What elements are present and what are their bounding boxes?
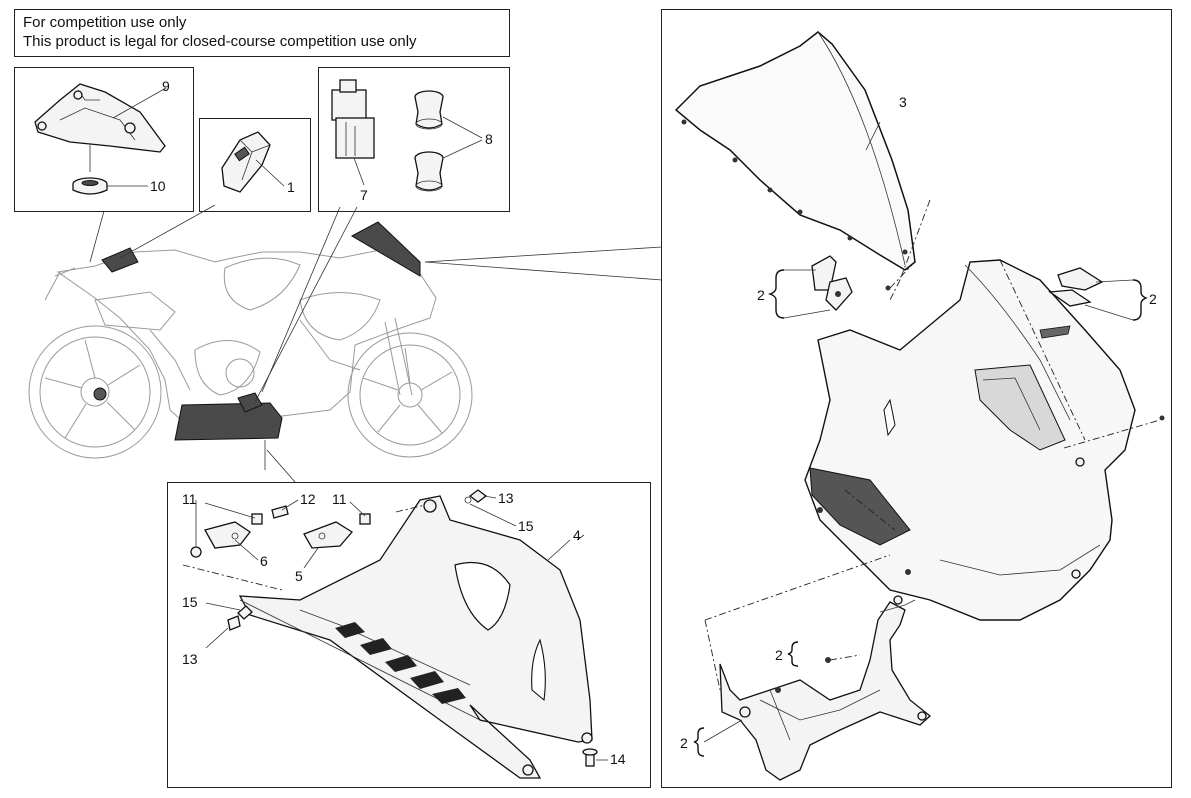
callout-2-right: 2 (1149, 291, 1157, 307)
callout-14: 14 (610, 751, 626, 767)
bracket-part-6 (204, 521, 251, 549)
callout-2-left: 2 (757, 287, 765, 303)
seat-bracket-part-9 (34, 83, 166, 172)
callout-11-left: 11 (182, 491, 197, 507)
notice-line-2: This product is legal for closed-course … (23, 33, 417, 50)
front-fairing-part (804, 259, 1136, 621)
callout-13-left: 13 (182, 651, 198, 667)
motorcycle-illustration (28, 221, 473, 459)
callout-leaders-overview (89, 204, 663, 483)
fasteners-lower (190, 489, 598, 767)
callout-3: 3 (899, 94, 907, 110)
callout-1: 1 (287, 179, 295, 195)
fairing-subframe (719, 595, 932, 781)
callout-15-left: 15 (182, 594, 198, 610)
callout-6: 6 (260, 553, 268, 569)
connector-part-7 (331, 79, 375, 159)
callout-2-subframe-lower: 2 (680, 735, 688, 751)
bracket-braces (693, 269, 1148, 757)
bracket-part-5 (303, 521, 353, 549)
callout-11-right: 11 (332, 491, 347, 507)
competition-notice: For competition use only This product is… (14, 9, 510, 57)
notice-line-1: For competition use only (23, 14, 187, 31)
callout-7: 7 (360, 187, 368, 203)
front-leader-lines (576, 121, 1165, 691)
callout-13-top: 13 (498, 490, 514, 506)
mirror-mount-right (1048, 267, 1104, 307)
mirror-mount-left (811, 255, 853, 311)
callout-12: 12 (300, 491, 316, 507)
lower-fairing-part-4 (238, 495, 593, 779)
sensor-part-1 (221, 131, 271, 193)
callout-8: 8 (485, 131, 493, 147)
callout-10: 10 (150, 178, 166, 194)
rubber-grommet-part-8-lower (414, 151, 444, 192)
lower-leader-lines (182, 495, 608, 761)
callout-9: 9 (162, 78, 170, 94)
callout-4: 4 (573, 527, 581, 543)
callout-2-subframe-upper: 2 (775, 647, 783, 663)
callout-5: 5 (295, 568, 303, 584)
rubber-grommet-part-8-upper (414, 90, 444, 130)
callout-15-top: 15 (518, 518, 534, 534)
callout-labels: 9 10 1 7 8 3 2 2 2 2 11 12 11 13 15 4 6 … (150, 78, 1157, 767)
windscreen-part-3 (674, 31, 916, 271)
grommet-part-10 (72, 177, 108, 195)
